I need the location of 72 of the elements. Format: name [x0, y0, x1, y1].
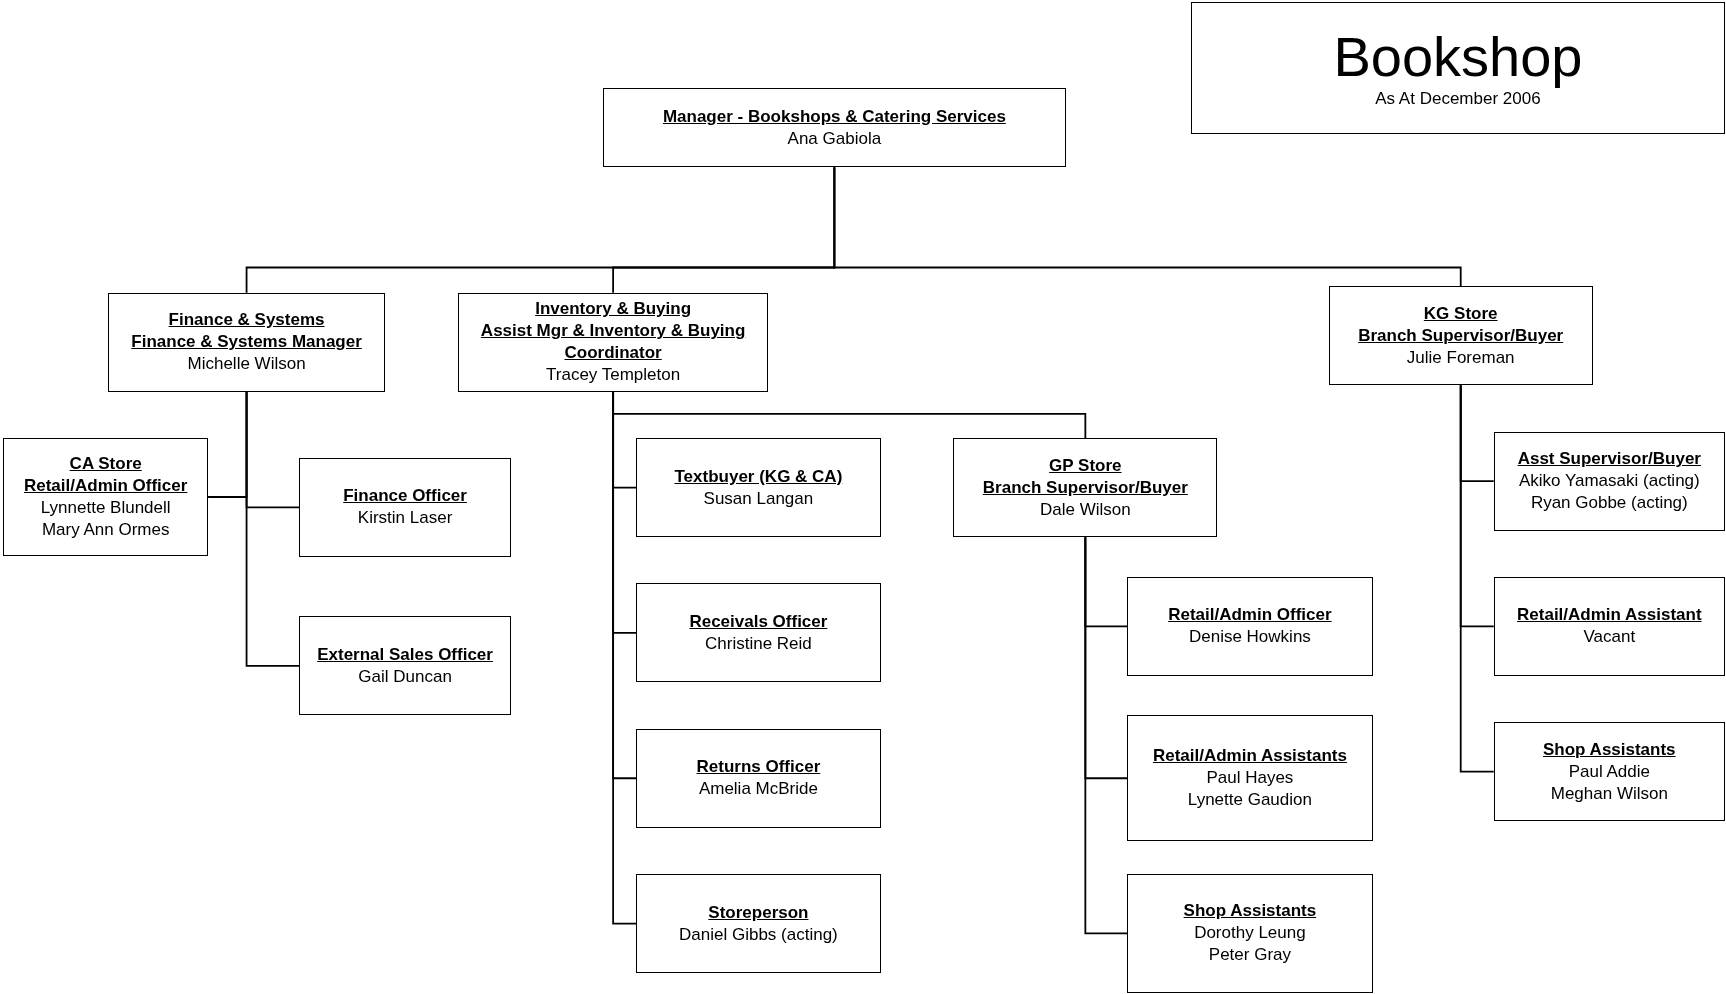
connector-line: [1084, 536, 1129, 935]
position-title: Retail/Admin Assistants: [1152, 745, 1347, 768]
person-name: Paul Hayes: [1206, 767, 1294, 790]
position-title: Retail/Admin Officer: [23, 475, 188, 497]
person-name: Dorothy Leung: [1194, 922, 1306, 945]
position-box: [299, 457, 511, 557]
position-box: [299, 616, 511, 716]
position-box: [1493, 431, 1725, 531]
position-box: [1328, 286, 1593, 386]
position-title: CA Store: [69, 453, 142, 475]
person-name: Paul Addie: [1568, 760, 1650, 783]
connector-line: [245, 390, 301, 667]
chart-title: Bookshop: [1333, 26, 1583, 89]
person-name: Denise Howkins: [1188, 626, 1311, 649]
position-title: Inventory & Buying: [535, 298, 692, 321]
position-title: Storeperson: [708, 901, 809, 924]
position-box: [107, 292, 386, 392]
title-box: [1191, 2, 1725, 135]
person-name: Vacant: [1583, 626, 1636, 649]
person-name: Christine Reid: [705, 632, 812, 655]
position-title: Asst Supervisor/Buyer: [1517, 448, 1701, 471]
position-title: Finance & Systems Manager: [131, 331, 362, 354]
position-box: [1127, 715, 1373, 841]
date-text: As At December 2006: [1375, 88, 1541, 111]
position-box: [636, 728, 881, 828]
position-title: Retail/Admin Assistant: [1517, 604, 1702, 627]
position-title: Retail/Admin Officer: [1168, 604, 1332, 627]
person-name: Akiko Yamasaki (acting): [1518, 470, 1700, 493]
position-title: Shop Assistants: [1183, 900, 1317, 923]
position-title: GP Store: [1049, 454, 1122, 477]
position-title: Finance & Systems: [168, 309, 325, 332]
position-box: [603, 88, 1066, 168]
person-name: Ryan Gobbe (acting): [1530, 492, 1688, 515]
position-title: Manager - Bookshops & Catering Services: [662, 105, 1006, 128]
position-title: KG Store: [1423, 302, 1498, 325]
person-name: Dale Wilson: [1040, 498, 1131, 521]
person-name: Amelia McBride: [698, 778, 818, 801]
position-box: [636, 874, 881, 974]
person-name: Lynnette Blundell: [40, 497, 171, 519]
person-name: Daniel Gibbs (acting): [679, 923, 838, 946]
person-name: Mary Ann Ormes: [41, 519, 170, 541]
position-title: Returns Officer: [696, 756, 821, 779]
position-box: [1127, 874, 1373, 993]
person-name: Ana Gabiola: [787, 127, 882, 150]
position-box: [3, 438, 209, 556]
position-box: [953, 438, 1218, 538]
position-box: [636, 583, 881, 683]
position-title: Assist Mgr & Inventory & Buying Coordinator: [479, 320, 747, 365]
position-title: External Sales Officer: [317, 643, 493, 666]
person-name: Julie Foreman: [1406, 346, 1515, 369]
person-name: Susan Langan: [703, 487, 814, 510]
person-name: Gail Duncan: [358, 665, 452, 688]
connector-line: [1459, 384, 1495, 773]
person-name: Kirstin Laser: [357, 507, 453, 530]
position-box: [1493, 722, 1725, 822]
position-title: Finance Officer: [343, 485, 467, 508]
position-title: Receivals Officer: [689, 610, 828, 633]
position-box: [636, 438, 881, 538]
position-title: Branch Supervisor/Buyer: [982, 476, 1188, 499]
position-box: [1493, 576, 1725, 676]
person-name: Tracey Templeton: [546, 364, 681, 387]
position-title: Branch Supervisor/Buyer: [1358, 324, 1564, 347]
connector-line: [833, 166, 1462, 288]
position-title: Textbuyer (KG & CA): [674, 465, 843, 488]
position-title: Shop Assistants: [1543, 738, 1676, 761]
person-name: Lynette Gaudion: [1187, 789, 1312, 812]
person-name: Michelle Wilson: [187, 353, 306, 376]
connector-line: [612, 390, 1087, 439]
person-name: Meghan Wilson: [1550, 782, 1668, 805]
position-box: [457, 292, 769, 392]
position-box: [1127, 576, 1373, 676]
person-name: Peter Gray: [1208, 944, 1291, 967]
